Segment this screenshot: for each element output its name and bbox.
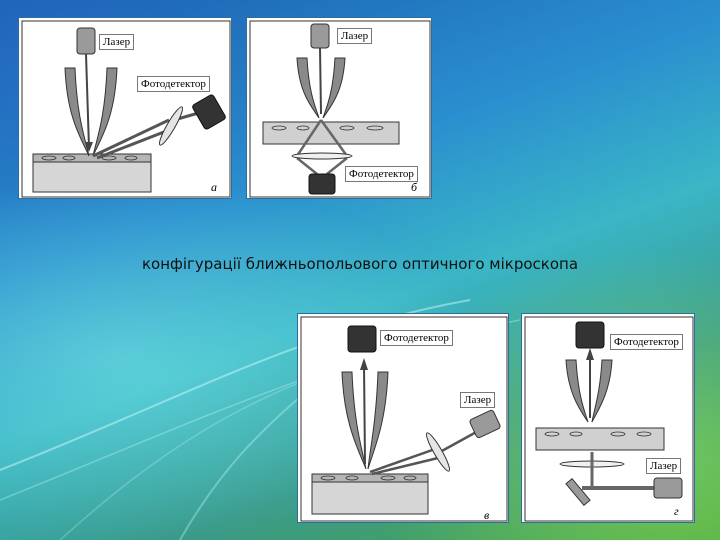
diagram-d-drawing [524, 316, 694, 522]
panel-letter-b: б [411, 180, 418, 194]
laser-label-d: Лазер [646, 458, 682, 474]
panel-letter-c: в [484, 508, 490, 522]
diagram-caption: конфігурації ближньопольового оптичного … [141, 255, 579, 273]
laser-label-c: Лазер [460, 392, 496, 408]
diagram-c-drawing [300, 316, 508, 522]
panel-letter-d: г [674, 504, 679, 518]
laser-label-a: Лазер [99, 34, 135, 50]
diagram-panel-a: Лазер Фотодетектор a [18, 17, 232, 199]
diagram-panel-c: Фотодетектор Лазер в [297, 313, 509, 523]
diagram-b-drawing [249, 20, 431, 198]
detector-label-d: Фотодетектор [610, 334, 683, 350]
diagram-panel-d: Фотодетектор Лазер г [521, 313, 695, 523]
laser-label-b: Лазер [337, 28, 373, 44]
panel-letter-a: a [211, 180, 217, 194]
diagram-panel-b: Лазер Фотодетектор б [246, 17, 432, 199]
detector-label-b: Фотодетектор [345, 166, 418, 182]
detector-label-c: Фотодетектор [380, 330, 453, 346]
diagram-a-drawing [21, 20, 231, 198]
detector-label-a: Фотодетектор [137, 76, 210, 92]
